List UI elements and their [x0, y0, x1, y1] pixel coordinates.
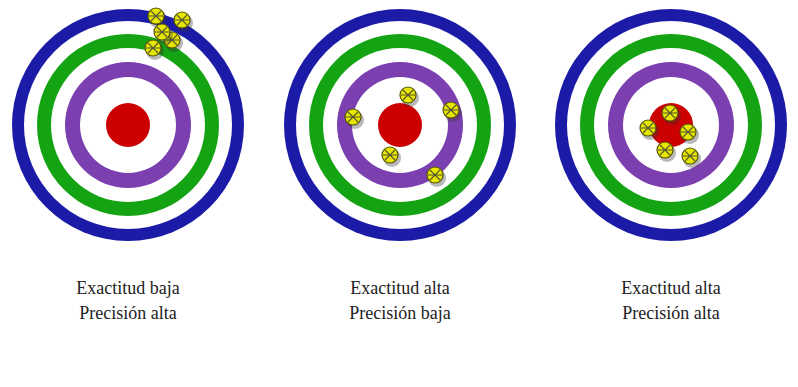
caption-text: Exactitud alta — [621, 277, 720, 299]
target — [12, 9, 244, 241]
caption-text: Exactitud baja — [76, 277, 179, 299]
caption-text: Precisión alta — [79, 302, 176, 324]
target — [555, 9, 787, 241]
caption-text: Precisión baja — [349, 302, 450, 324]
caption-text: Exactitud alta — [350, 277, 449, 299]
target — [284, 9, 516, 241]
caption-text: Precisión alta — [622, 302, 719, 324]
